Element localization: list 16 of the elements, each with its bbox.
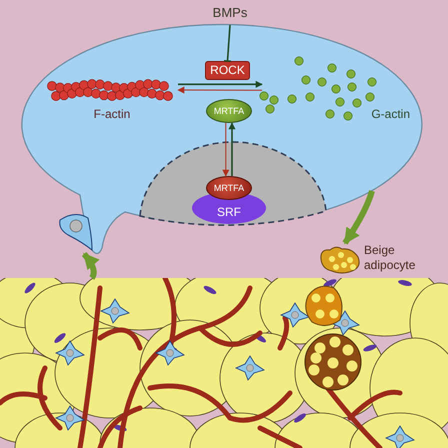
protein-label: ROCK [210, 63, 245, 77]
arrow [228, 122, 236, 176]
signal-label: BMPs [212, 5, 248, 20]
protein-label: F-actin [94, 107, 130, 121]
protein-label: SRF [217, 205, 241, 219]
protein-label: G-actin [371, 107, 410, 121]
inhibition-line [224, 24, 232, 62]
cell-label: Beige adipocyte [364, 243, 416, 273]
kinase-box [205, 61, 250, 80]
arrow [82, 252, 100, 280]
protein-label: MRTFA [214, 106, 244, 116]
arrow [177, 86, 262, 94]
arrow [178, 80, 263, 88]
protein-label: MRTFA [214, 183, 244, 193]
arrow [342, 190, 375, 245]
arrow [222, 122, 230, 177]
